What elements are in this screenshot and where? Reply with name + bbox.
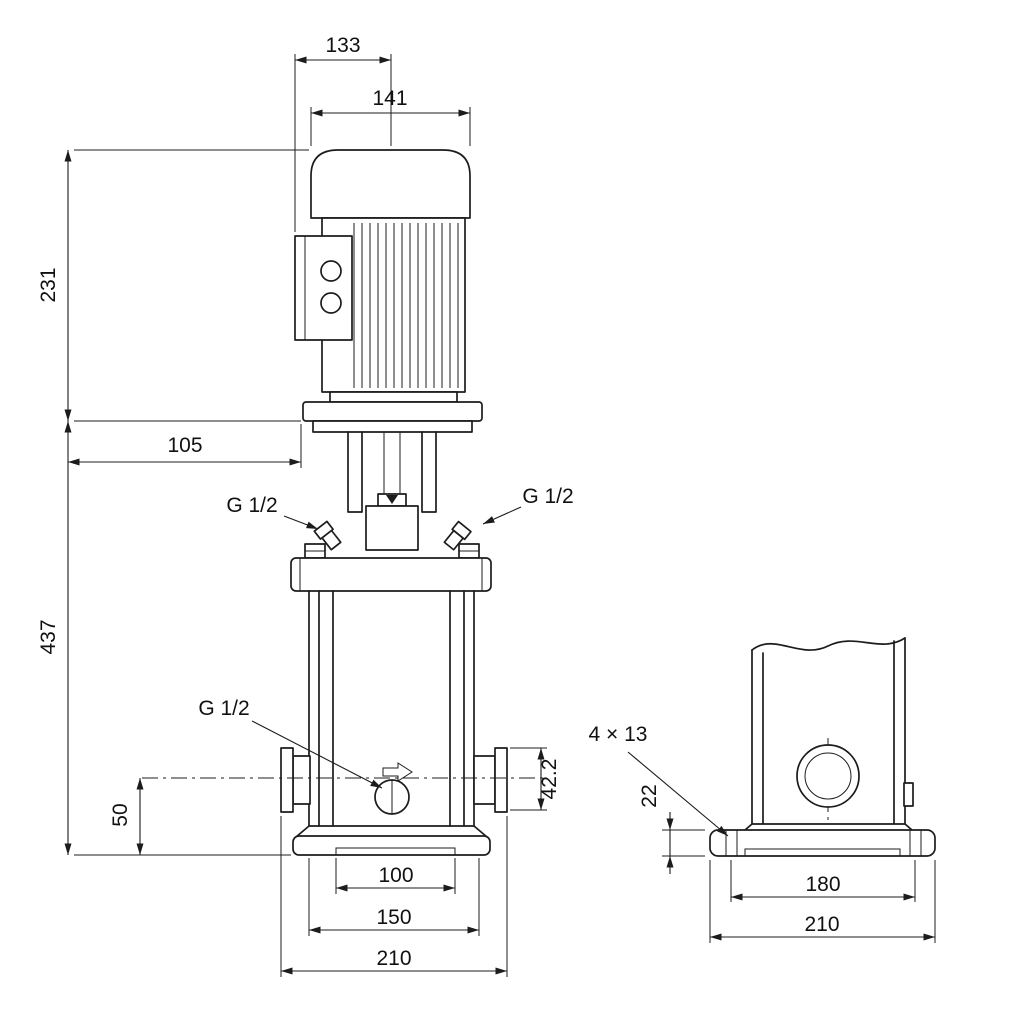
port-left: [280, 747, 311, 813]
dim-base-bolt-spacing: 150: [376, 906, 411, 929]
motor-stool-flange: [302, 401, 483, 422]
dim-motor-top-width: 133: [325, 34, 360, 57]
label-port-top-left: G 1/2: [226, 494, 277, 517]
cable-entry-hole-2: [320, 292, 342, 314]
dim-motor-height: 231: [37, 267, 60, 302]
terminal-box: [294, 235, 353, 341]
motor-foot: [329, 391, 458, 403]
side-port-inner: [804, 752, 852, 800]
side-sleeve: [751, 637, 906, 825]
dim-outlet-flange-height: 42.2: [538, 759, 561, 800]
dimensions-front: 133 141 231 437 105 G 1/2 G 1/2 G 1/2 50…: [37, 34, 574, 977]
dim-base-thickness: 22: [638, 784, 661, 807]
side-view-pump-outline: [709, 637, 936, 857]
dimensions-side: 4 × 13 22 180 210: [589, 723, 936, 943]
motor-fan-cover: [310, 149, 471, 219]
cable-entry-hole-1: [320, 260, 342, 282]
coupling: [365, 505, 419, 551]
dim-pump-height: 437: [37, 619, 60, 654]
flow-arrow-icon: [382, 762, 413, 782]
dim-inlet-height: 50: [109, 803, 132, 826]
gauge-plug-left: [313, 520, 342, 551]
label-port-top-right: G 1/2: [522, 485, 573, 508]
dim-head-offset: 105: [167, 434, 202, 457]
side-plug-boss: [903, 782, 914, 807]
side-port-outer: [796, 744, 860, 808]
side-base-holes: [725, 830, 922, 856]
side-base-plate: [709, 829, 936, 857]
vent-marker: [386, 495, 398, 504]
shaft: [383, 432, 401, 502]
dim-base-inner-width: 100: [378, 864, 413, 887]
pump-base: [292, 835, 491, 856]
pump-head-flange: [290, 557, 492, 592]
side-base-recess: [744, 848, 901, 856]
coupling-guard: [347, 431, 437, 513]
port-right: [473, 747, 508, 813]
dim-base-length: 210: [804, 913, 839, 936]
label-port-drain: G 1/2: [198, 697, 249, 720]
base-recess: [335, 847, 456, 855]
break-line: [751, 637, 906, 651]
pump-sleeve: [308, 590, 475, 827]
label-base-holes: 4 × 13: [589, 723, 648, 746]
dim-motor-width: 141: [372, 87, 407, 110]
motor-fins: [353, 223, 459, 388]
stool-band: [312, 420, 473, 433]
front-view-pump-outline: [142, 149, 546, 856]
dim-base-width: 210: [376, 947, 411, 970]
dim-hole-spacing: 180: [805, 873, 840, 896]
